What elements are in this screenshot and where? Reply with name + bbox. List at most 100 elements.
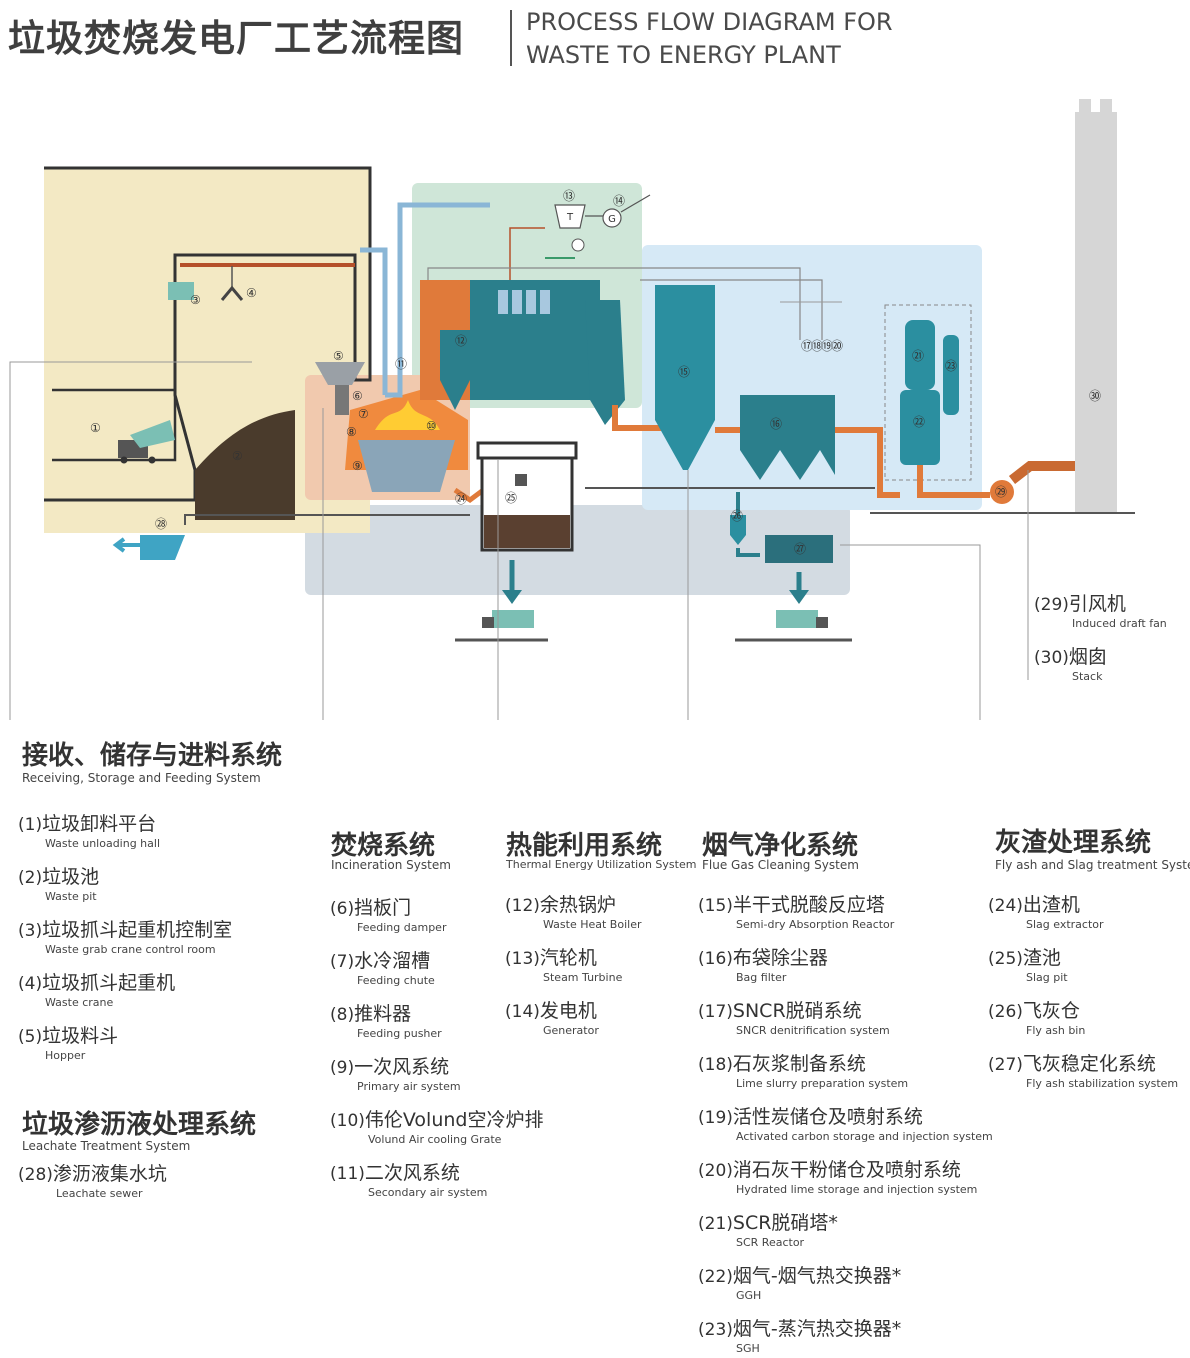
- bag-filter-hoppers: [740, 450, 835, 480]
- item-number: (4): [18, 974, 43, 994]
- turbine-symbol: T: [566, 212, 574, 223]
- item-label-en: Volund Air cooling Grate: [368, 1133, 502, 1146]
- item-label: 出渣机: [1022, 894, 1080, 916]
- section-title-thermal: 热能利用系统: [506, 831, 663, 861]
- item-label: 挡板门: [354, 897, 412, 919]
- item-number: (22): [698, 1267, 733, 1287]
- generator-symbol: G: [608, 214, 616, 225]
- ash-zone-bg: [305, 505, 850, 595]
- stack-tip: [1100, 99, 1112, 113]
- section-title-leachate: 垃圾渗沥液处理系统: [22, 1110, 257, 1140]
- item-label: 汽轮机: [539, 947, 597, 969]
- item-label-en: Waste Heat Boiler: [543, 918, 642, 931]
- page-title-en: PROCESS FLOW DIAGRAM FOR WASTE TO ENERGY…: [526, 6, 893, 72]
- slag-arrowhead: [502, 590, 522, 604]
- flame: [375, 400, 440, 430]
- control-line: [640, 279, 823, 340]
- item-label-en: SGH: [736, 1342, 760, 1355]
- fluegas-zone-bg: [642, 245, 982, 510]
- item-number: (5): [18, 1027, 43, 1047]
- stack-tip: [1079, 99, 1091, 113]
- marker-30: ㉚: [1089, 389, 1101, 403]
- marker-19: ⑲: [821, 339, 833, 353]
- list-item: (22)烟气-烟气热交换器*GGH: [698, 1264, 901, 1303]
- leachate-drain: [140, 535, 185, 560]
- item-label-en: Activated carbon storage and injection s…: [736, 1130, 993, 1143]
- item-number: (12): [505, 896, 540, 916]
- item-number: (16): [698, 949, 733, 969]
- marker-29: ㉙: [995, 485, 1007, 499]
- condenser: [571, 238, 585, 252]
- boiler-hopper: [440, 330, 470, 410]
- bag-filter: [740, 395, 835, 450]
- item-label-en: Waste unloading hall: [45, 837, 161, 850]
- grate: [358, 440, 455, 492]
- steam-turbine: [554, 204, 586, 229]
- title-divider: [510, 10, 512, 66]
- waste-truck-bed: [130, 420, 175, 448]
- fly-ash-arrowhead: [789, 590, 809, 604]
- item-number: (17): [698, 1002, 733, 1022]
- title-en-line2: WASTE TO ENERGY PLANT: [526, 41, 841, 69]
- marker-15: ⑮: [678, 365, 690, 379]
- absorption-reactor: [655, 285, 715, 470]
- item-label-en: Feeding chute: [357, 974, 435, 987]
- secondary-air-duct: [385, 202, 490, 398]
- item-number: (3): [18, 921, 43, 941]
- item-label-en: Hopper: [45, 1049, 86, 1062]
- feeding-chute: [335, 385, 349, 415]
- item-label: 垃圾卸料平台: [42, 813, 157, 835]
- marker-6: ⑥: [352, 389, 363, 403]
- title-en-line1: PROCESS FLOW DIAGRAM FOR: [526, 8, 893, 36]
- sgh-exchanger: [943, 335, 959, 415]
- marker-26: ㉖: [731, 509, 743, 523]
- scr-reactor: [905, 320, 935, 390]
- marker-23: ㉓: [945, 359, 957, 373]
- item-label-en: Leachate sewer: [56, 1187, 143, 1200]
- marker-2: ②: [232, 449, 243, 463]
- label-induced-draft-fan: (29)引风机 Induced draft fan: [1034, 593, 1167, 630]
- hopper: [315, 362, 365, 385]
- item-label-en: GGH: [736, 1289, 762, 1302]
- slag-content: [484, 515, 570, 548]
- item-label: 一次风系统: [354, 1056, 450, 1078]
- superheater-bank: [540, 290, 550, 314]
- leachate-pipe: [184, 514, 470, 525]
- item-label-en: Lime slurry preparation system: [736, 1077, 909, 1090]
- page-title: 垃圾焚烧发电厂工艺流程图: [8, 17, 464, 60]
- superheater-bank: [512, 290, 522, 314]
- superheater-bank: [526, 290, 536, 314]
- marker-10: ⑩: [426, 419, 437, 433]
- marker-27: ㉗: [794, 542, 806, 556]
- item-label: 布袋除尘器: [732, 947, 828, 969]
- item-number: (15): [698, 896, 733, 916]
- item-label-en: Waste pit: [45, 890, 97, 903]
- control-line: [427, 267, 801, 340]
- item-label-en: Primary air system: [357, 1080, 461, 1093]
- item-label: 推料器: [354, 1003, 412, 1025]
- unloading-platform: [52, 388, 177, 462]
- marker-17: ⑰: [801, 339, 813, 353]
- fly-ash-bin: [730, 515, 746, 545]
- item-number: (23): [698, 1320, 733, 1340]
- item-number: (9): [330, 1058, 355, 1078]
- item-number: (26): [988, 1002, 1023, 1022]
- marker-21: ㉑: [912, 349, 924, 363]
- marker-8: ⑧: [346, 425, 357, 439]
- marker-12: ⑫: [455, 334, 467, 348]
- item-label: 飞灰仓: [1022, 1000, 1080, 1022]
- fly-ash-stabilizer: [765, 535, 833, 563]
- air-duct: [360, 247, 388, 395]
- process-flow-diagram: T G: [9, 99, 1135, 720]
